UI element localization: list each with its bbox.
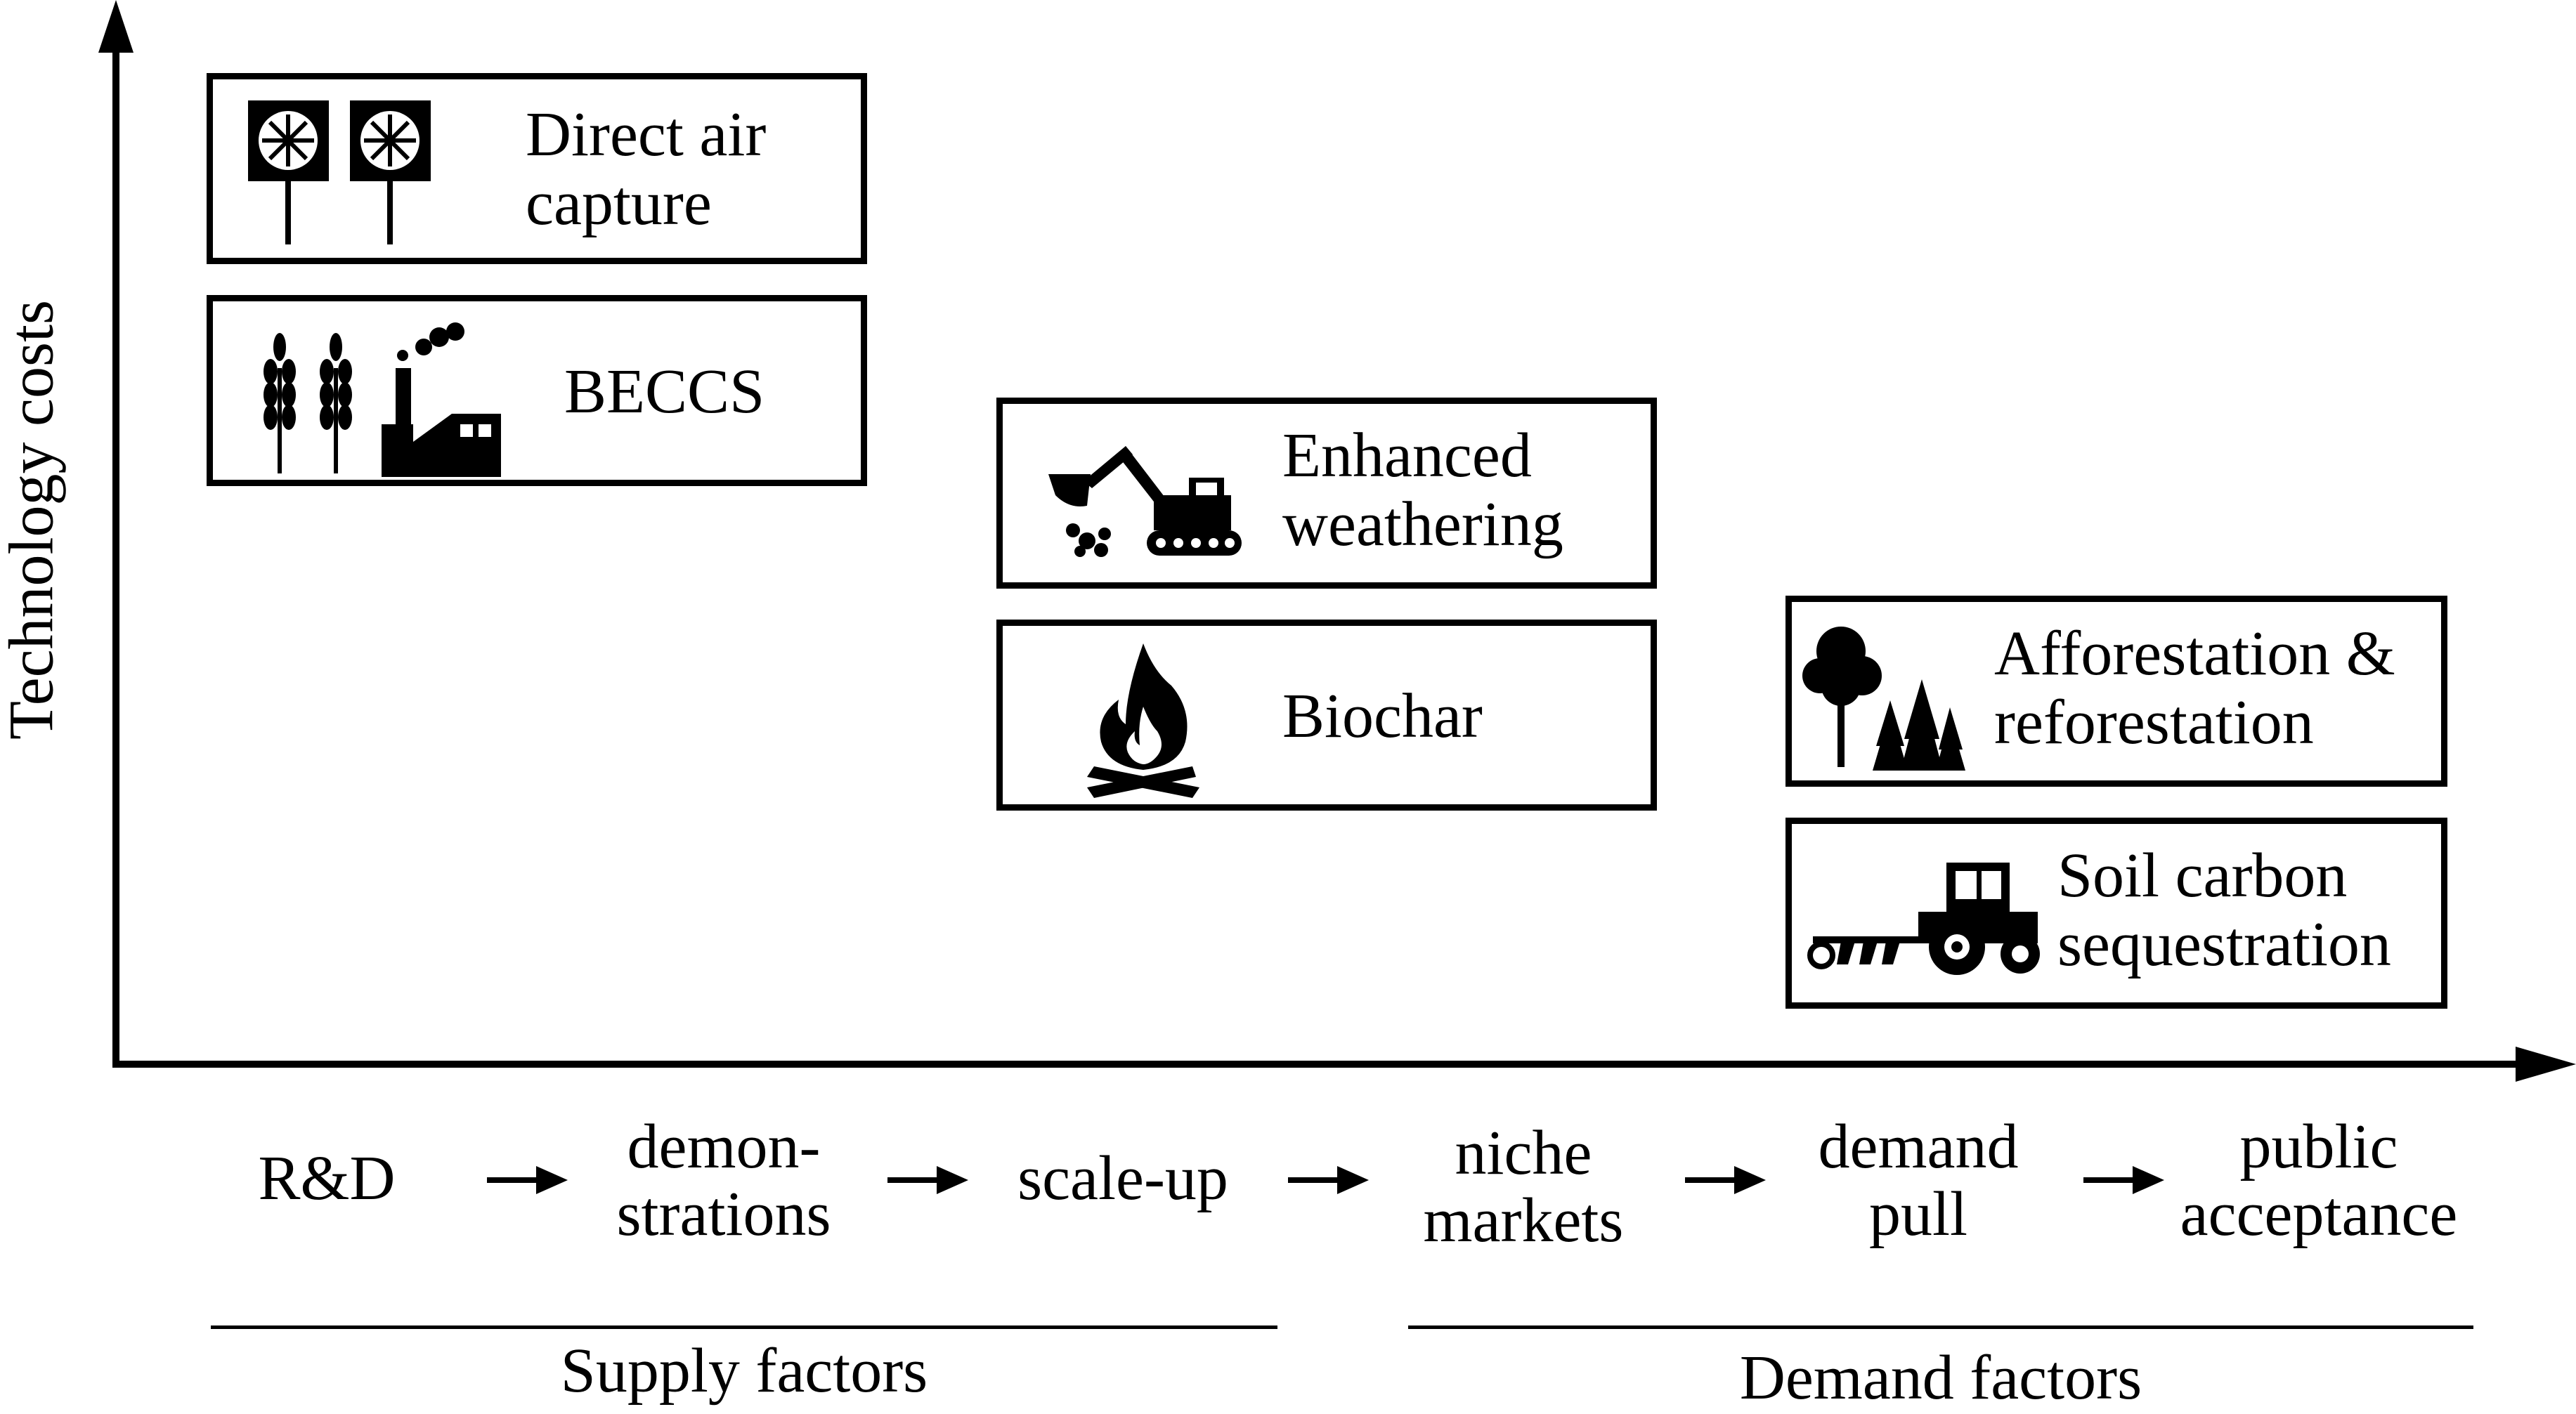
stage-demand-pull: demand pull <box>1818 1112 2019 1249</box>
right-arrow-icon <box>887 1166 968 1194</box>
card-label: BECCS <box>564 357 765 426</box>
stage-scale-up: scale-up <box>1017 1144 1228 1213</box>
demand-factors-rule <box>1408 1325 2473 1329</box>
card-label: Enhanced weathering <box>1282 421 1563 559</box>
card-beccs: BECCS <box>207 295 867 486</box>
y-axis-label: Technology costs <box>0 299 67 740</box>
supply-factors-label: Supply factors <box>560 1336 928 1406</box>
crops-and-factory-icon <box>264 322 501 477</box>
card-label: Biochar <box>1282 681 1483 751</box>
card-enhanced-weathering: Enhanced weathering <box>996 398 1657 589</box>
excavator-icon <box>1048 446 1242 557</box>
x-axis-arrowhead <box>2516 1047 2576 1082</box>
card-afforestation-reforestation: Afforestation & reforestation <box>1785 596 2447 787</box>
stage-rnd: R&D <box>258 1144 396 1213</box>
demand-factors-label: Demand factors <box>1739 1343 2142 1413</box>
y-axis-arrowhead <box>98 0 134 53</box>
stage-niche-markets: niche markets <box>1423 1118 1624 1255</box>
right-arrow-icon <box>1685 1166 1766 1194</box>
card-biochar: Biochar <box>996 620 1657 811</box>
stage-public-acceptance: public acceptance <box>2180 1112 2458 1249</box>
right-arrow-icon <box>487 1166 568 1194</box>
fire-icon <box>1087 643 1199 798</box>
right-arrow-icon <box>1288 1166 1369 1194</box>
card-label: Direct air capture <box>526 100 767 238</box>
card-label: Soil carbon sequestration <box>2057 841 2391 979</box>
supply-factors-rule <box>211 1325 1277 1329</box>
card-soil-carbon-sequestration: Soil carbon sequestration <box>1785 818 2447 1009</box>
right-arrow-icon <box>2083 1166 2164 1194</box>
trees-icon <box>1802 627 1965 771</box>
card-label: Afforestation & reforestation <box>1994 619 2395 757</box>
direct-air-capture-fans-icon <box>248 100 431 244</box>
card-direct-air-capture: Direct air capture <box>207 73 867 264</box>
stage-demonstrations: demon- strations <box>616 1112 831 1249</box>
tractor-plough-icon <box>1807 863 2040 975</box>
